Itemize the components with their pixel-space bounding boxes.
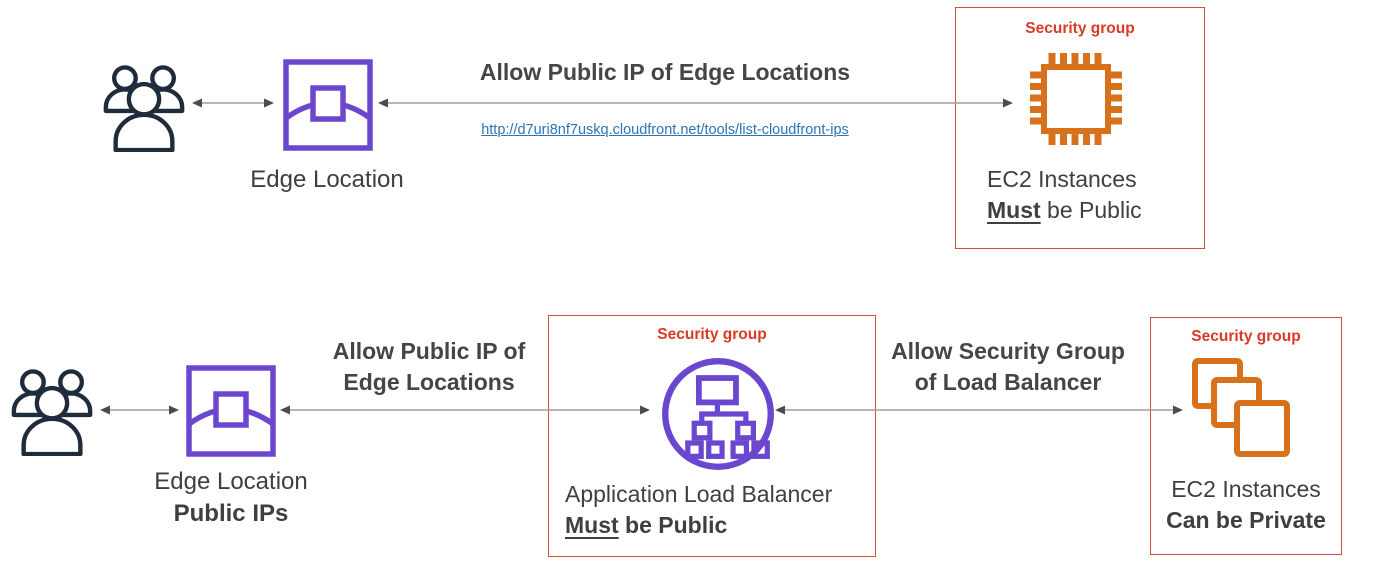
alb-node-qualifier: Must be Public <box>565 510 832 541</box>
ec2-node-qualifier: Must be Public <box>987 195 1142 226</box>
users-icon <box>100 62 188 157</box>
must-emphasis: Must <box>565 512 619 538</box>
ec2-node-label: EC2 Instances <box>1171 476 1321 502</box>
security-group-label: Security group <box>1191 328 1301 345</box>
load-balancer-icon <box>660 356 776 477</box>
bidirectional-arrow <box>192 98 274 108</box>
security-group-box-ec2-public: Security group EC2 Instances Must be Pub… <box>955 7 1205 249</box>
connection-label-line2: of Load Balancer <box>914 369 1102 395</box>
connection-label-line1: Allow Security Group <box>891 338 1125 364</box>
qualifier-rest: be Public <box>618 512 728 538</box>
alb-node-label: Application Load Balancer <box>565 481 833 507</box>
bidirectional-arrow <box>100 405 179 415</box>
must-emphasis: Must <box>987 197 1041 223</box>
ec2-instances-stack-icon <box>1189 356 1293 467</box>
ec2-instance-icon <box>1022 44 1130 159</box>
connection-label-line1: Allow Public IP of <box>332 338 526 364</box>
security-group-box-alb: Security group Application Load Balancer… <box>548 315 876 557</box>
connection-label-line2: Edge Locations <box>343 369 515 395</box>
bidirectional-arrow <box>378 98 1013 108</box>
edge-location-label: Edge Location <box>250 166 404 193</box>
ec2-node-qualifier: Can be Private <box>1166 507 1326 533</box>
edge-location-icon <box>282 58 374 157</box>
qualifier-rest: be Public <box>1040 197 1142 223</box>
edge-location-sublabel: Public IPs <box>173 500 289 527</box>
security-group-box-ec2-private: Security group EC2 Instances Can be Priv… <box>1150 317 1342 555</box>
ec2-node-label: EC2 Instances <box>987 166 1137 192</box>
security-group-label: Security group <box>657 326 767 343</box>
security-group-label: Security group <box>1025 20 1135 37</box>
users-icon <box>8 366 96 461</box>
edge-location-icon <box>185 364 277 463</box>
cloudfront-ips-link[interactable]: http://d7uri8nf7uskq.cloudfront.net/tool… <box>481 122 849 138</box>
connection-label: Allow Public IP of Edge Locations <box>479 59 851 85</box>
edge-location-label: Edge Location <box>154 468 308 495</box>
